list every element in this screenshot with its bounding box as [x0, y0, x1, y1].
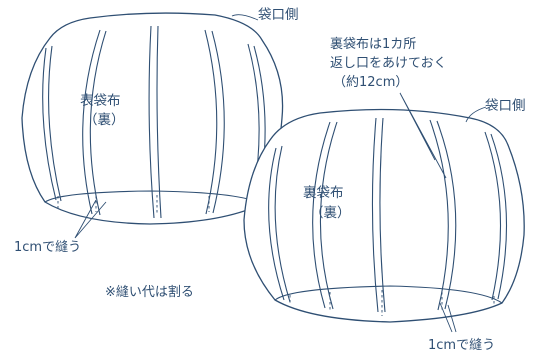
- seam-allowance-note: ※縫い代は割る: [105, 284, 194, 300]
- outer-seam-1: [42, 47, 57, 201]
- sew-leader-2: [439, 302, 457, 333]
- bag-opening-label-2: 袋口側: [485, 98, 526, 114]
- outer-seam-2: [82, 29, 101, 215]
- sew-1cm-label-2: 1cmで縫う: [428, 338, 495, 353]
- lining-bag: 裏袋布 （裏）: [243, 108, 525, 323]
- outer-seam-3: [148, 25, 155, 219]
- outer-bag-bottom-rim: [44, 190, 263, 205]
- outer-fabric-label: 表袋布: [80, 93, 121, 109]
- lining-fabric-sub-label: （裏）: [310, 205, 351, 221]
- outer-fabric-sub-label: （裏）: [84, 112, 125, 128]
- lining-seam-3: [371, 117, 379, 313]
- return-opening-note-line1: 裏袋布は1カ所: [330, 37, 416, 52]
- outer-seam-4: [204, 29, 218, 215]
- bag-opening-leader-1: [231, 14, 259, 21]
- lining-seam-2: [312, 121, 331, 309]
- sew-1cm-label-1: 1cmで縫う: [14, 240, 81, 255]
- lining-seam-1: [268, 147, 285, 301]
- outer-bag: 表袋布 （裏）: [21, 12, 284, 225]
- return-opening-leader: [399, 92, 447, 179]
- return-opening-note-line2: 返し口をあけておく: [330, 56, 447, 71]
- return-opening-note-line3: （約12cm）: [333, 75, 408, 90]
- lining-bag-outline: [243, 108, 525, 323]
- lining-bag-bottom-rim: [274, 285, 503, 304]
- bag-opening-leader-2: [465, 106, 487, 123]
- lining-seam-5: [484, 131, 502, 301]
- bag-opening-label-1: 袋口側: [258, 7, 299, 23]
- sew-leader-1: [74, 199, 107, 239]
- lining-seam-4: [429, 119, 449, 311]
- lining-fabric-label: 裏袋布: [303, 185, 344, 201]
